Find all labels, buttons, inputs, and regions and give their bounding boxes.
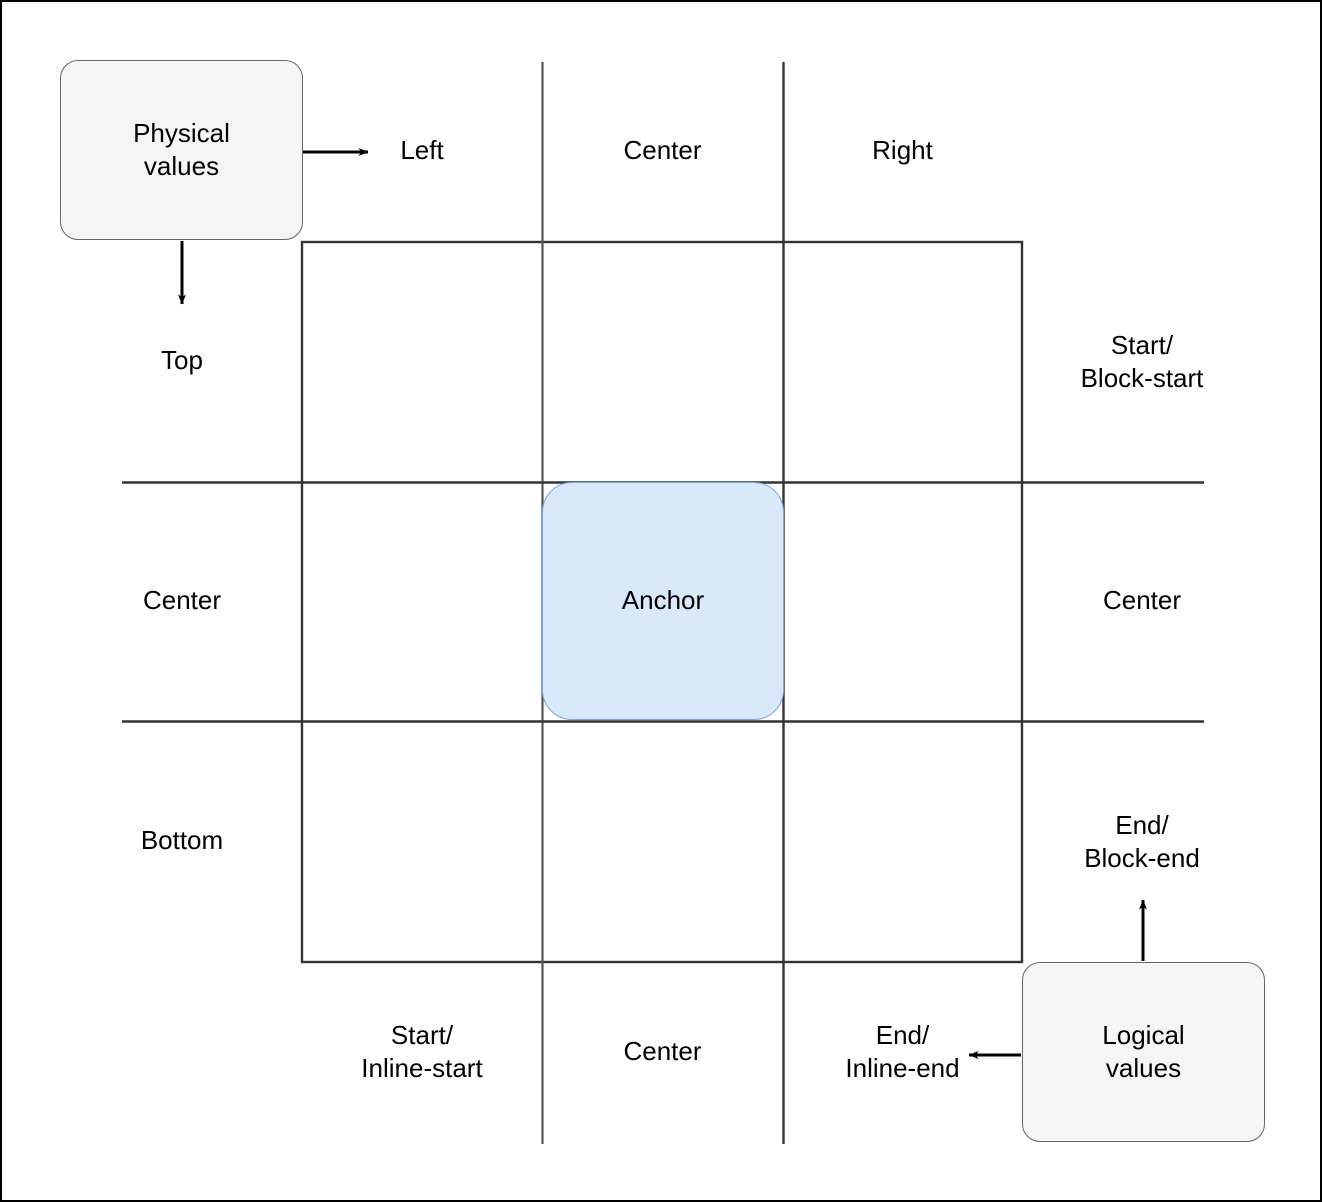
label-right-start-block-start: Start/ Block-start [1080,329,1204,393]
label-bottom-end-inline-end: End/ Inline-end [845,1019,960,1083]
label-top-center: Center [623,135,702,166]
label-right-end-block-end: End/ Block-end [1084,809,1200,873]
label-left-center: Center [142,585,222,616]
node-physical-values[interactable]: Physical values [60,60,303,240]
label-bottom-center: Center [623,1036,702,1067]
grid-outer-rect [300,240,1024,964]
label-bottom-start-inline-start: Start/ Inline-start [361,1019,483,1083]
label-left-bottom: Bottom [140,825,224,856]
label-top-right: Right [872,135,933,166]
label-top-left: Left [400,135,444,166]
node-logical-values[interactable]: Logical values [1022,962,1265,1142]
label-left-top: Top [161,345,203,376]
label-right-center: Center [1102,585,1182,616]
node-anchor[interactable]: Anchor [542,482,784,720]
